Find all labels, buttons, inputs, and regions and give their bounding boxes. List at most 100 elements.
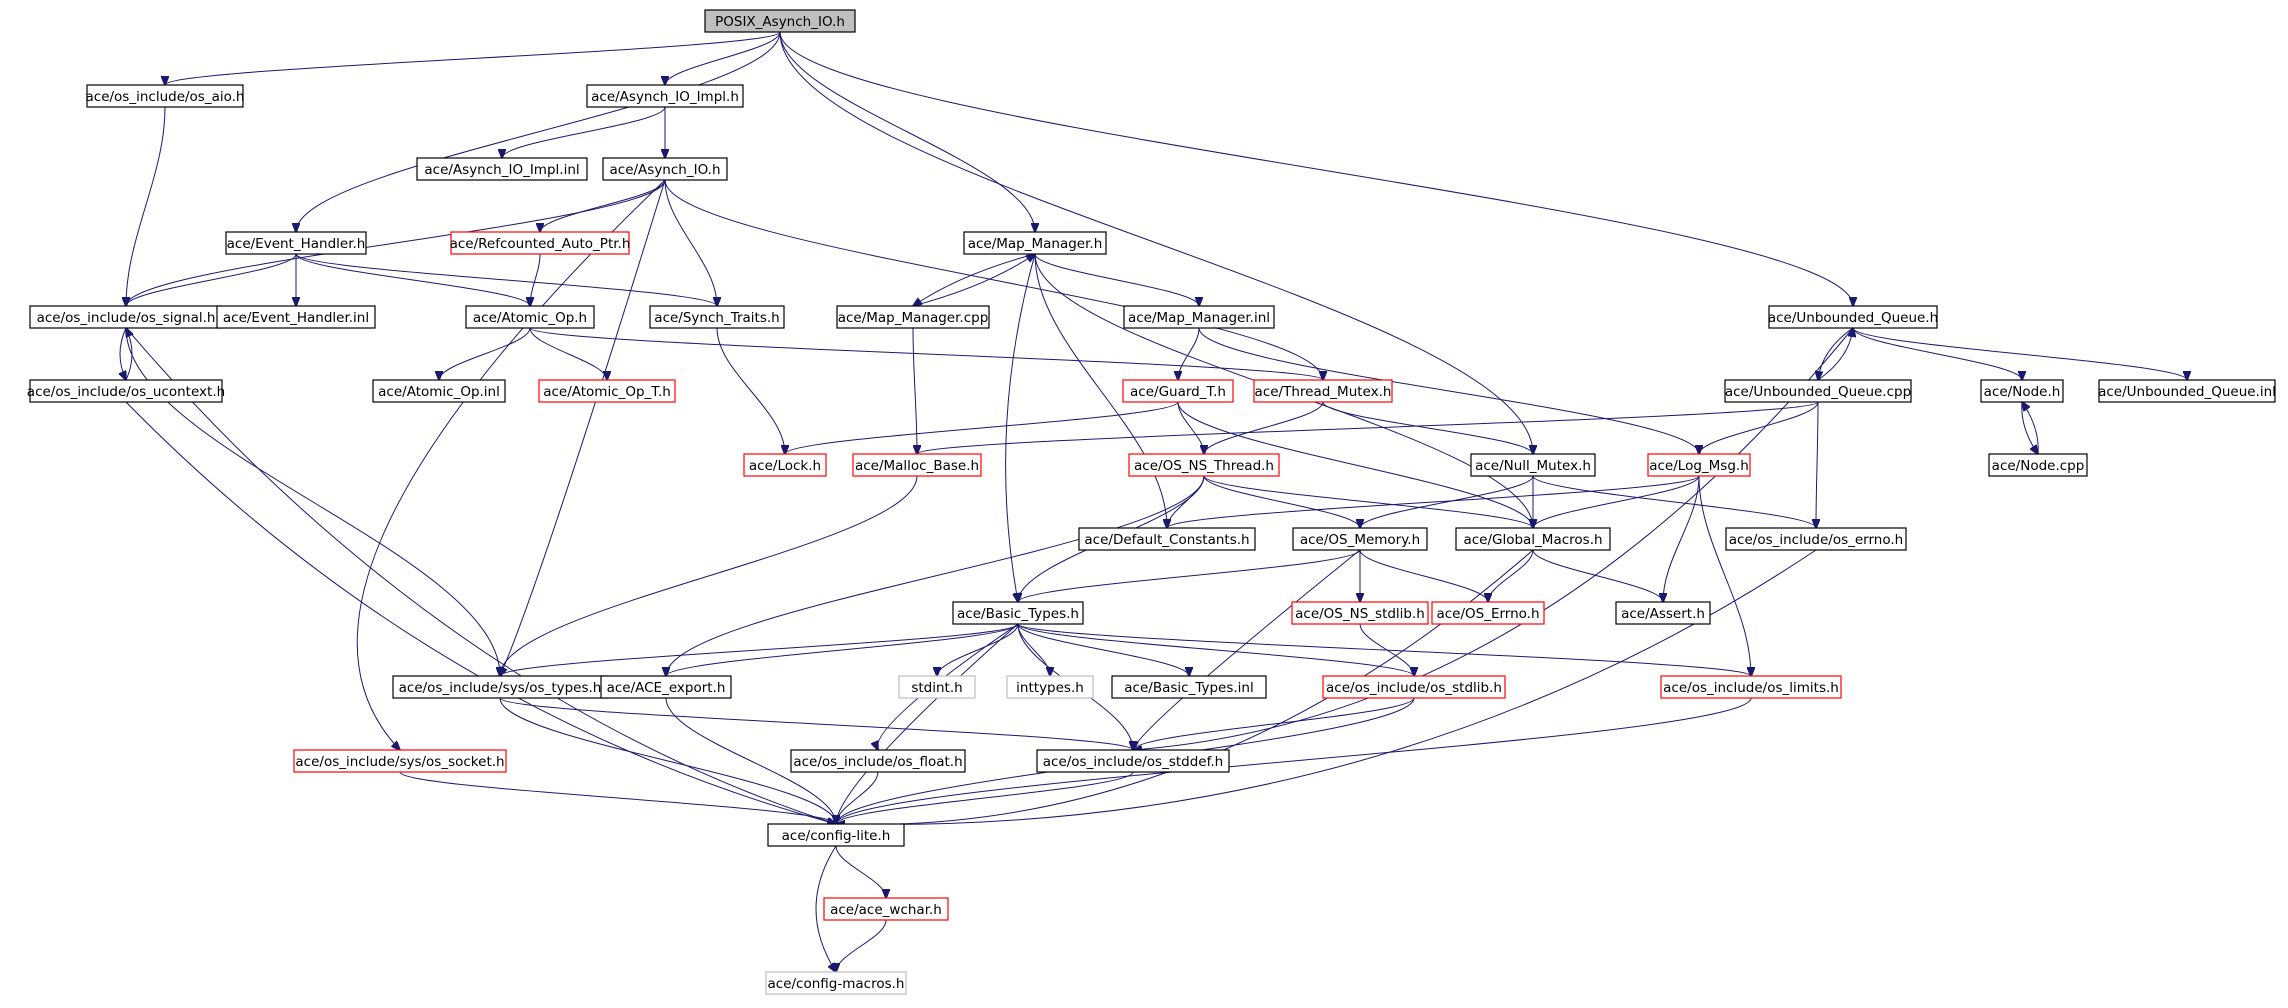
node-label: ace/Event_Handler.h [227, 236, 366, 252]
node-guard-t[interactable]: ace/Guard_T.h [1122, 379, 1234, 403]
edge-null-mutex-to-os-memory [1360, 475, 1534, 528]
edge-aio-h-to-sys-os-socket [356, 179, 666, 750]
node-sys-os-socket[interactable]: ace/os_include/sys/os_socket.h [293, 749, 507, 773]
node-label: ace/os_include/os_errno.h [1729, 532, 1903, 548]
edge-os-memory-to-basic-types-h [1018, 549, 1361, 602]
edge-atomic-op-h-to-atomic-op-t [529, 327, 607, 380]
node-box [450, 231, 630, 255]
edge-event-handler-to-os-signal [126, 253, 297, 306]
node-box [952, 601, 1084, 625]
node-label: ace/Map_Manager.cpp [838, 310, 989, 326]
node-box [1122, 379, 1234, 403]
node-os-ucontext[interactable]: ace/os_include/os_ucontext.h [27, 379, 225, 403]
node-event-handler-inl[interactable]: ace/Event_Handler.inl [216, 305, 376, 329]
edge-config-lite-to-config-macros [815, 845, 836, 972]
node-label: POSIX_Asynch_IO.h [715, 14, 845, 30]
node-label: ace/OS_Errno.h [1436, 606, 1539, 622]
node-box [1111, 675, 1267, 699]
node-os-signal[interactable]: ace/os_include/os_signal.h [29, 305, 223, 329]
node-ace-export[interactable]: ace/ACE_export.h [600, 675, 732, 699]
node-box [1292, 527, 1428, 551]
edge-unbounded-queue-h-to-unbounded-queue-cpp [1818, 327, 1854, 380]
edge-unbounded-queue-h-to-node-h [1852, 327, 2022, 380]
edge-malloc-base-to-sys-os-types [500, 475, 918, 676]
edge-root-to-event-handler [296, 31, 781, 232]
edge-guard-t-to-global-macros [1177, 401, 1533, 528]
edge-aio-h-to-sys-os-types [500, 179, 666, 676]
node-os-memory[interactable]: ace/OS_Memory.h [1292, 527, 1428, 551]
node-sys-os-types[interactable]: ace/os_include/sys/os_types.h [392, 675, 608, 699]
node-map-manager-h[interactable]: ace/Map_Manager.h [963, 231, 1107, 255]
edge-map-manager-cpp-to-map-manager-h [912, 254, 1035, 307]
node-global-macros[interactable]: ace/Global_Macros.h [1455, 527, 1611, 551]
node-label: ace/Assert.h [1621, 606, 1705, 622]
node-atomic-op-t[interactable]: ace/Atomic_Op_T.h [538, 379, 676, 403]
node-refcounted[interactable]: ace/Refcounted_Auto_Ptr.h [450, 231, 631, 255]
node-os-float[interactable]: ace/os_include/os_float.h [790, 749, 966, 773]
node-os-ns-thread[interactable]: ace/OS_NS_Thread.h [1128, 453, 1280, 477]
node-box [602, 157, 728, 181]
edge-aio-h-to-synch-traits [664, 179, 717, 306]
node-label: ace/Asynch_IO_Impl.inl [424, 162, 579, 178]
node-map-manager-cpp[interactable]: ace/Map_Manager.cpp [836, 305, 990, 329]
node-null-mutex[interactable]: ace/Null_Mutex.h [1470, 453, 1596, 477]
node-os-errno[interactable]: ace/os_include/os_errno.h [1725, 527, 1907, 551]
node-label: ace/os_include/os_stdlib.h [1326, 680, 1502, 696]
node-label: ace/Null_Mutex.h [1475, 458, 1591, 474]
node-os-limits[interactable]: ace/os_include/os_limits.h [1660, 675, 1842, 699]
node-label: ace/Map_Manager.h [968, 236, 1103, 252]
node-box [898, 675, 976, 699]
node-os-stdlib[interactable]: ace/os_include/os_stdlib.h [1322, 675, 1506, 699]
node-box [1291, 601, 1429, 625]
node-stdint[interactable]: stdint.h [898, 675, 976, 699]
node-os-aio[interactable]: ace/os_include/os_aio.h [86, 84, 245, 108]
edge-os-ns-thread-to-os-memory [1203, 475, 1360, 528]
node-root[interactable]: POSIX_Asynch_IO.h [704, 9, 856, 33]
node-node-cpp[interactable]: ace/Node.cpp [1988, 453, 2088, 477]
node-box [823, 897, 949, 921]
node-box [216, 305, 376, 329]
node-map-manager-inl[interactable]: ace/Map_Manager.inl [1123, 305, 1275, 329]
node-aio-impl-inl[interactable]: ace/Asynch_IO_Impl.inl [416, 157, 588, 181]
node-label: ace/Atomic_Op.h [473, 310, 587, 326]
edge-null-mutex-to-os-errno [1532, 475, 1816, 528]
edge-global-macros-to-os-errno-red [1488, 549, 1534, 602]
node-inttypes[interactable]: inttypes.h [1006, 675, 1094, 699]
node-node-h[interactable]: ace/Node.h [1980, 379, 2064, 403]
node-label: ace/config-macros.h [768, 976, 905, 992]
node-unbounded-queue-inl[interactable]: ace/Unbounded_Queue.inl [2098, 379, 2276, 403]
node-os-ns-stdlib[interactable]: ace/OS_NS_stdlib.h [1291, 601, 1429, 625]
node-os-errno-red[interactable]: ace/OS_Errno.h [1431, 601, 1545, 625]
node-event-handler[interactable]: ace/Event_Handler.h [225, 231, 367, 255]
node-box [1431, 601, 1545, 625]
node-lock-h[interactable]: ace/Lock.h [743, 453, 827, 477]
node-box [1615, 601, 1711, 625]
edge-os-signal-to-config-lite [125, 327, 836, 824]
node-atomic-op-inl[interactable]: ace/Atomic_Op.inl [372, 379, 506, 403]
node-unbounded-queue-cpp[interactable]: ace/Unbounded_Queue.cpp [1724, 379, 1912, 403]
node-basic-types-inl[interactable]: ace/Basic_Types.inl [1111, 675, 1267, 699]
node-label: ace/ace_wchar.h [830, 902, 942, 918]
node-os-stddef[interactable]: ace/os_include/os_stddef.h [1036, 749, 1230, 773]
node-label: ace/Refcounted_Auto_Ptr.h [450, 236, 631, 252]
node-malloc-base[interactable]: ace/Malloc_Base.h [852, 453, 982, 477]
node-atomic-op-h[interactable]: ace/Atomic_Op.h [465, 305, 595, 329]
edge-map-manager-inl-to-guard-t [1178, 327, 1200, 380]
node-config-lite[interactable]: ace/config-lite.h [767, 823, 905, 847]
node-synch-traits[interactable]: ace/Synch_Traits.h [649, 305, 785, 329]
node-config-macros[interactable]: ace/config-macros.h [765, 971, 907, 995]
edge-basic-types-h-to-stdint [937, 623, 1019, 676]
node-unbounded-queue-h[interactable]: ace/Unbounded_Queue.h [1768, 305, 1938, 329]
node-label: ace/Basic_Types.h [957, 606, 1079, 622]
node-assert-h[interactable]: ace/Assert.h [1615, 601, 1711, 625]
node-log-msg[interactable]: ace/Log_Msg.h [1647, 453, 1751, 477]
node-aio-impl-h[interactable]: ace/Asynch_IO_Impl.h [586, 84, 744, 108]
node-ace-wchar[interactable]: ace/ace_wchar.h [823, 897, 949, 921]
node-default-constants[interactable]: ace/Default_Constants.h [1078, 527, 1256, 551]
node-label: ace/Log_Msg.h [1649, 458, 1749, 474]
node-label: ace/os_include/os_limits.h [1663, 680, 1839, 696]
node-basic-types-h[interactable]: ace/Basic_Types.h [952, 601, 1084, 625]
node-aio-h[interactable]: ace/Asynch_IO.h [602, 157, 728, 181]
node-thread-mutex[interactable]: ace/Thread_Mutex.h [1253, 379, 1393, 403]
node-box [704, 9, 856, 33]
